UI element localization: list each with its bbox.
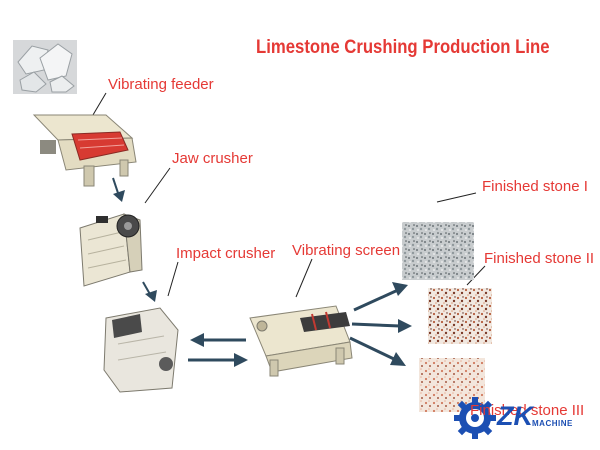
label-finished-stone-1: Finished stone I [482,178,588,195]
jaw-crusher-machine [79,213,143,287]
diagram-title: Limestone Crushing Production Line [256,37,550,58]
zk-logo-text: ZK [497,401,533,431]
vibrating-feeder-machine [32,114,137,187]
arrow-screen-to-stone-2 [351,319,412,333]
zk-logo-gear-icon [454,397,496,439]
arrow-screen-to-stone-3 [349,336,406,366]
zk-logo-subtext: MACHINE [532,419,573,428]
vibrating-screen-machine [249,305,353,377]
label-vibrating-screen: Vibrating screen [292,242,401,259]
arrow-impact-to-screen [188,353,248,367]
arrow-feeder-to-jaw [112,177,125,202]
label-finished-stone-2: Finished stone II [484,250,595,267]
label-finished-stone-3: Finished stone III [470,402,585,419]
label-vibrating-feeder: Vibrating feeder [108,76,214,93]
impact-crusher-machine [103,307,179,393]
raw-limestone-image [13,40,77,94]
arrow-jaw-to-impact [142,281,157,302]
finished-stone-2-sample [428,288,492,344]
flow-arrows [112,177,412,367]
finished-stone-1-sample [402,222,474,280]
label-impact-crusher: Impact crusher [176,245,276,262]
label-jaw-crusher: Jaw crusher [172,150,253,167]
arrow-screen-to-stone-1 [353,282,408,312]
arrow-screen-to-impact [190,333,246,347]
